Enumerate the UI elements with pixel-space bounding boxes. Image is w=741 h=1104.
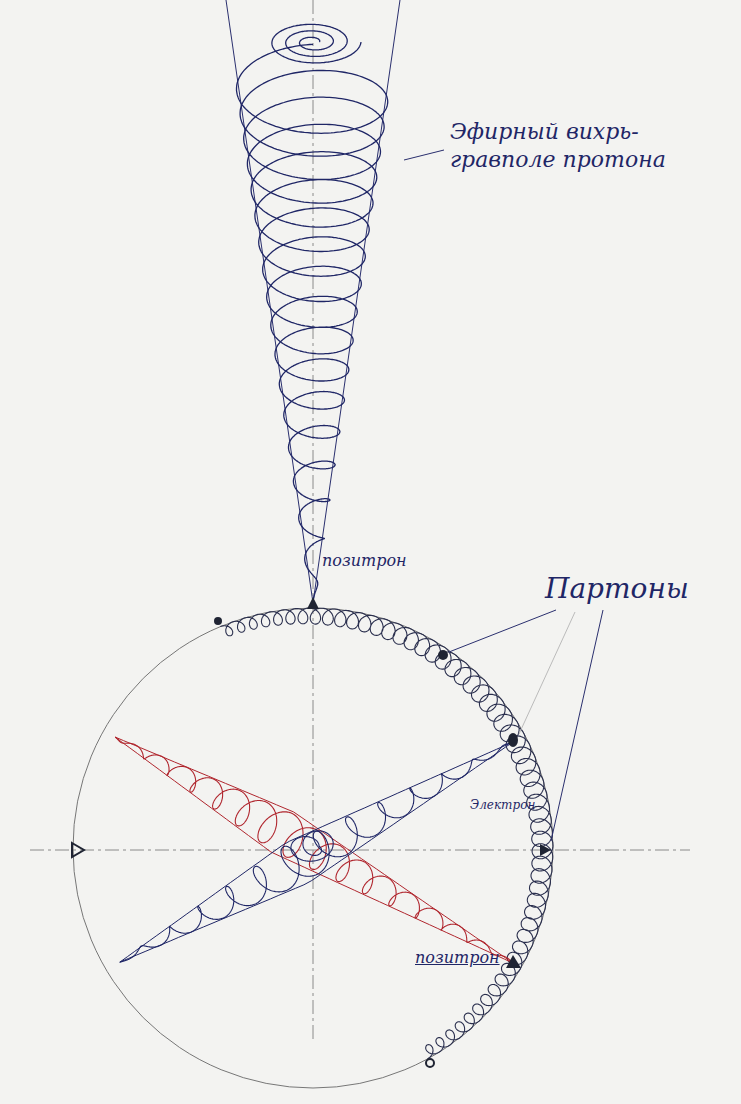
parton-dot bbox=[426, 1059, 434, 1067]
parton-dot bbox=[214, 617, 222, 625]
cone-lines bbox=[226, 0, 400, 603]
horizontal-axis bbox=[30, 850, 690, 851]
axes bbox=[30, 0, 690, 1088]
blue-vortex-edge bbox=[120, 742, 513, 962]
leader-line bbox=[404, 150, 444, 160]
blue-vortex-spiral bbox=[119, 742, 512, 962]
leader-lines bbox=[404, 150, 603, 841]
vortex-top-spiral bbox=[272, 24, 361, 63]
loop-chain bbox=[220, 608, 553, 1059]
leader-line bbox=[449, 610, 556, 652]
vortex-spiral bbox=[237, 44, 388, 602]
red-vortex-edge bbox=[115, 737, 513, 963]
electron-mark bbox=[508, 733, 518, 747]
part-label: Электрон bbox=[470, 798, 535, 813]
part-label: позитрон bbox=[415, 948, 500, 968]
blue-vortex-edge bbox=[120, 742, 513, 962]
triangle-mark bbox=[540, 844, 551, 856]
centre-knot bbox=[291, 831, 333, 861]
red-vortex-spiral bbox=[116, 737, 514, 963]
positron-triangle bbox=[307, 597, 319, 609]
triangle-mark bbox=[72, 843, 84, 857]
parton-dot bbox=[438, 650, 448, 660]
positron-triangle bbox=[506, 955, 521, 968]
orbit-circle bbox=[73, 608, 553, 1088]
leader-line bbox=[519, 612, 575, 734]
red-vortex-edge bbox=[115, 737, 513, 963]
note-label: Эфирный вихрь- гравполе протона bbox=[450, 118, 682, 173]
vortex-spirals bbox=[115, 24, 553, 1059]
part-label: Партоны bbox=[545, 571, 689, 606]
leader-line bbox=[551, 610, 603, 841]
particle-marks bbox=[72, 597, 551, 1067]
part-label: позитрон bbox=[322, 551, 407, 571]
